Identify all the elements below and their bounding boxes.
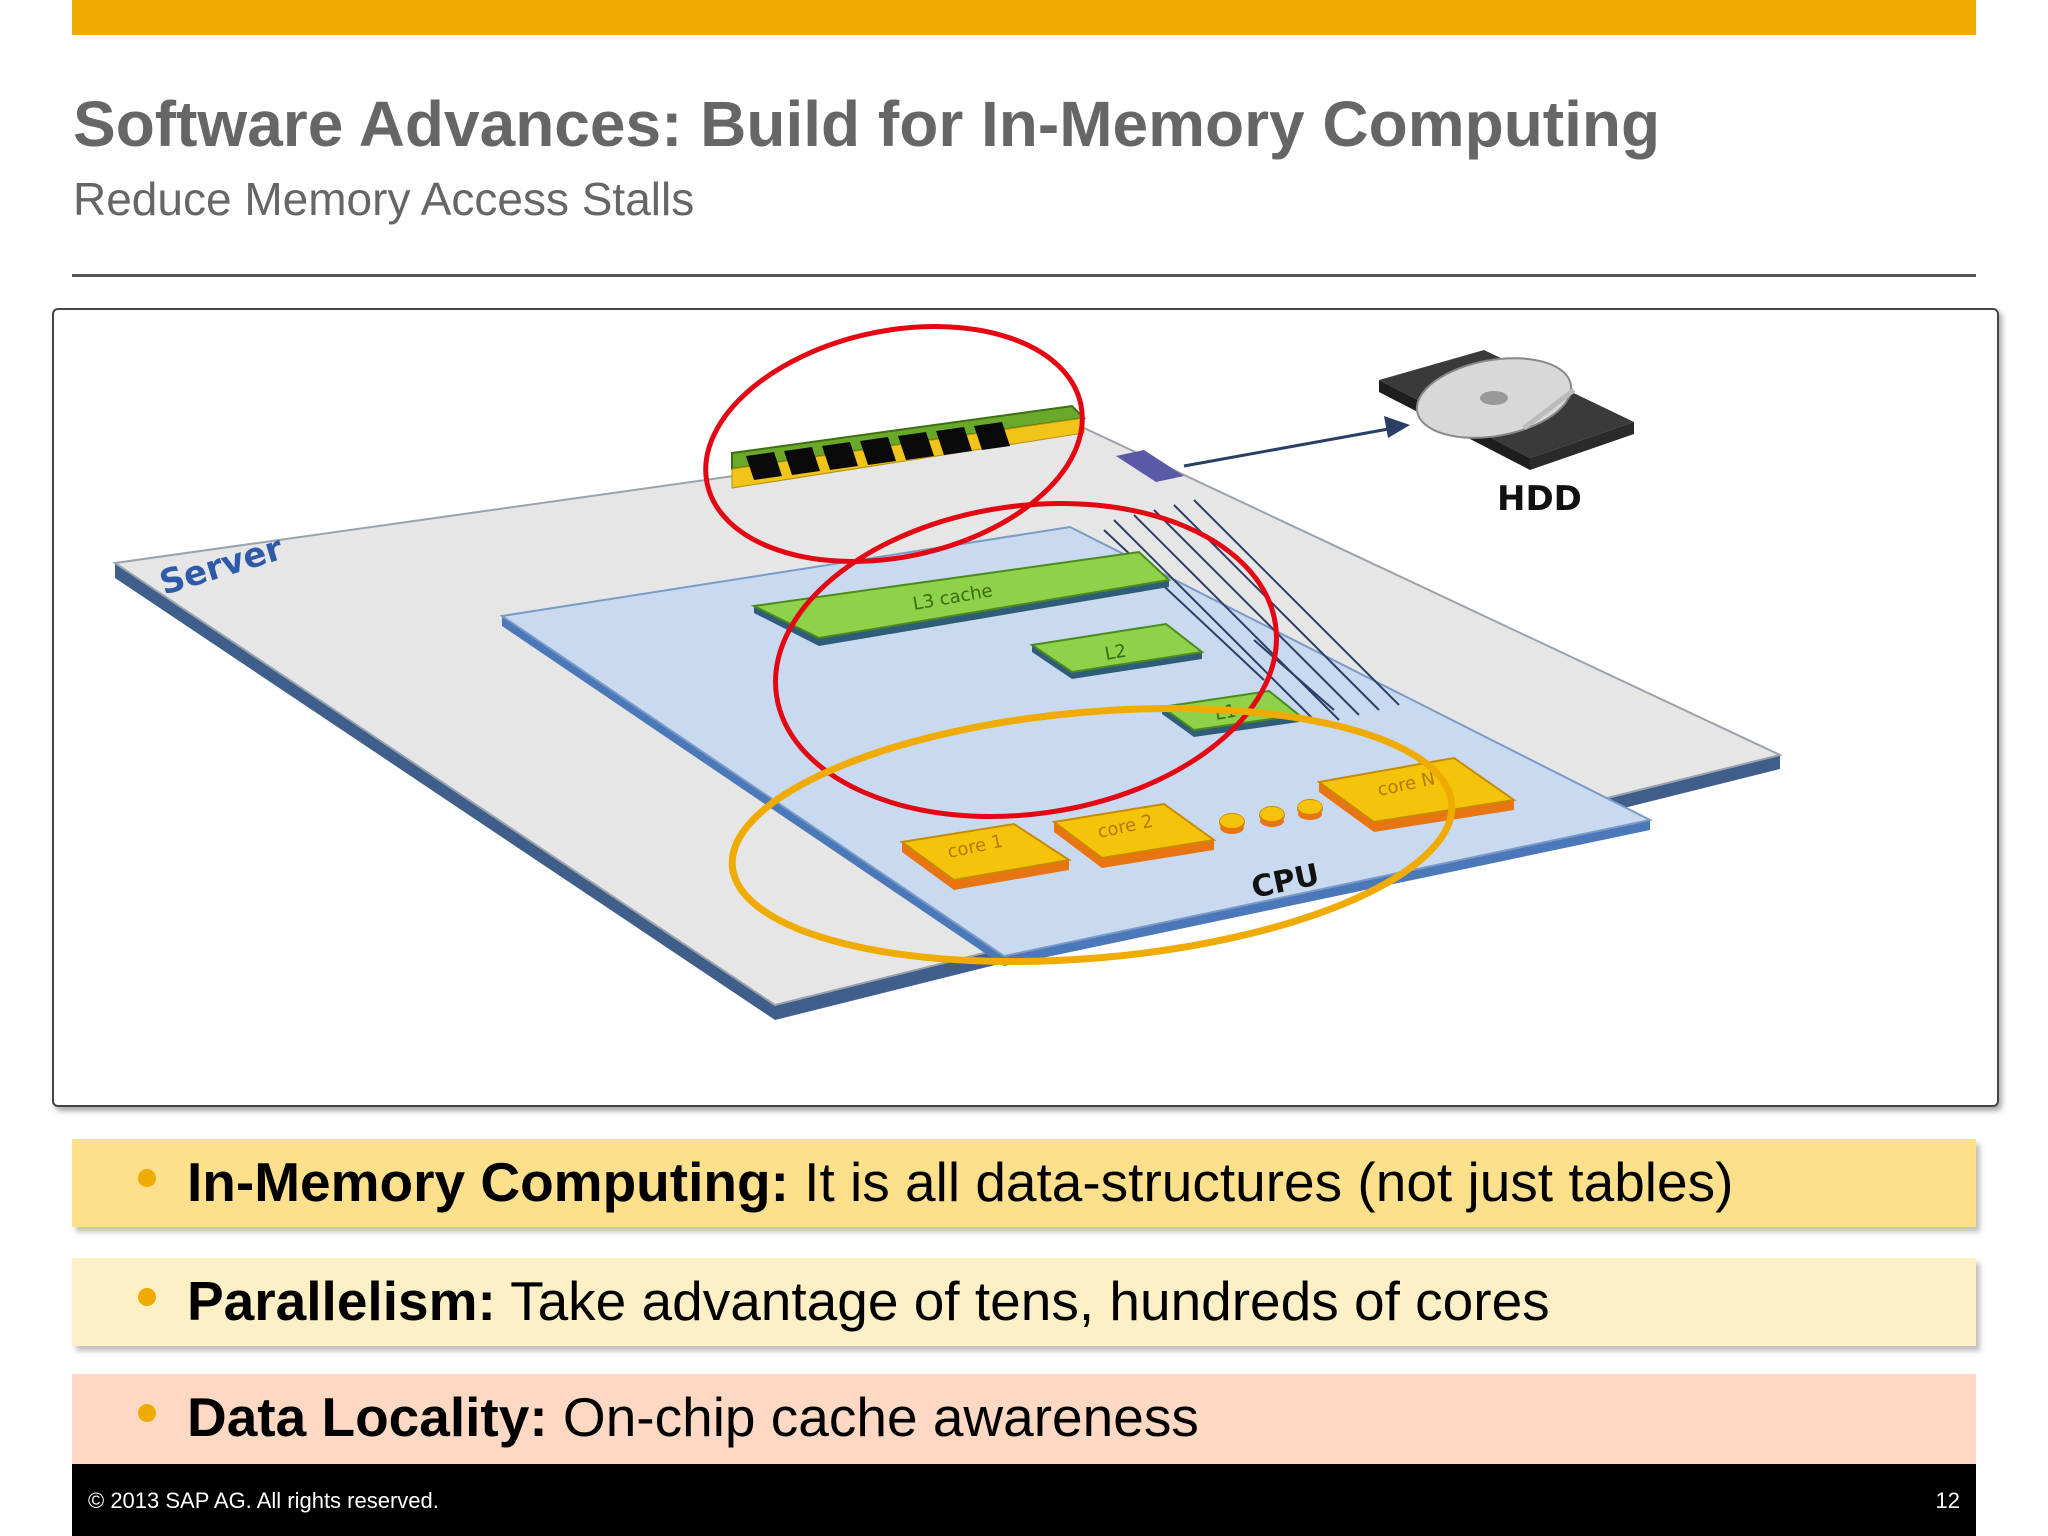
bullet-term: In-Memory Computing: — [187, 1151, 789, 1213]
bullet-text: Parallelism: Take advantage of tens, hun… — [187, 1268, 1550, 1334]
hdd-arrow-head — [1384, 416, 1410, 438]
memory-hierarchy-diagram: Server CPU — [112, 324, 1783, 1020]
bullet-row-in-memory-computing: In-Memory Computing: It is all data-stru… — [72, 1139, 1976, 1227]
core-ellipsis-dots — [1219, 799, 1323, 834]
bullet-term: Parallelism: — [187, 1270, 496, 1332]
ram-chips — [746, 422, 1010, 480]
core-2: core 2 — [1051, 802, 1217, 868]
cpu-cores-highlight-ellipse — [728, 704, 1456, 966]
bullet-text: In-Memory Computing: It is all data-stru… — [187, 1149, 1733, 1215]
core-1: core 1 — [899, 822, 1072, 890]
hdd-label: HDD — [1497, 479, 1582, 519]
bullet-dot-icon — [138, 1288, 156, 1306]
slide-subtitle: Reduce Memory Access Stalls — [73, 173, 695, 225]
slide-footer: © 2013 SAP AG. All rights reserved. 12 — [72, 1464, 1976, 1536]
l2-cache-side — [1032, 645, 1202, 679]
architecture-figure: Server CPU — [52, 308, 1999, 1107]
page-number: 12 — [1935, 1488, 1960, 1513]
copyright-text: © 2013 SAP AG. All rights reserved. — [88, 1488, 439, 1513]
l2-cache-label: L2 — [1103, 641, 1128, 665]
bullet-text: Data Locality: On-chip cache awareness — [187, 1384, 1199, 1450]
bullet-dot-icon — [138, 1404, 156, 1422]
bullet-dot-icon — [138, 1169, 156, 1187]
hdd-icon — [1379, 350, 1634, 470]
cache-highlight-ellipse — [773, 501, 1279, 819]
bullet-row-parallelism: Parallelism: Take advantage of tens, hun… — [72, 1258, 1976, 1346]
bullet-description: Take advantage of tens, hundreds of core… — [495, 1270, 1550, 1332]
l3-cache — [750, 550, 1172, 640]
bullet-row-data-locality: Data Locality: On-chip cache awareness — [72, 1374, 1976, 1464]
bullet-description: On-chip cache awareness — [547, 1386, 1199, 1448]
top-accent-bar — [72, 0, 1976, 35]
ram-highlight-ellipse — [703, 324, 1085, 564]
title-divider — [72, 274, 1976, 277]
hdd-arrow-line — [1183, 426, 1395, 468]
bullet-description: It is all data-structures (not just tabl… — [788, 1151, 1734, 1213]
core-n: core N — [1316, 756, 1517, 832]
io-connector — [1116, 450, 1184, 482]
server-board-side — [115, 563, 1780, 1020]
bullet-term: Data Locality: — [187, 1386, 548, 1448]
l2-cache — [1029, 622, 1205, 674]
slide-title: Software Advances: Build for In-Memory C… — [73, 88, 1661, 160]
